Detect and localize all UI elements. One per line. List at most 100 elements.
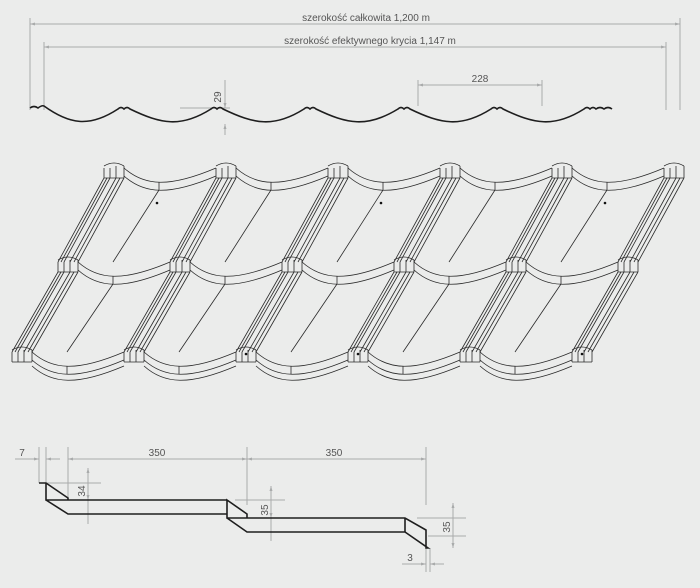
tile-rib-line [617, 177, 665, 263]
tile-crest [169, 256, 191, 273]
tile-rib-line [143, 271, 191, 353]
tile-rib-line [637, 177, 685, 263]
tile-crest [327, 162, 349, 179]
tile-rib-line [511, 177, 559, 263]
tile-edge [189, 269, 283, 285]
tile-rib-line [399, 177, 447, 263]
tile-rib-line [471, 271, 519, 353]
tile-valley-line [290, 283, 338, 353]
tile-valley-line [178, 283, 226, 353]
tile-rib-line [574, 271, 622, 353]
tile-rib-line [126, 271, 174, 353]
tile-edge [571, 167, 665, 183]
tile-rib-line [135, 271, 183, 353]
tile-crest [235, 346, 257, 363]
tile-edge [347, 167, 441, 183]
effective-width-label: szerokość efektywnego krycia 1,147 m [284, 36, 456, 47]
tile-rib-line [69, 177, 117, 263]
tile-crest [103, 162, 125, 179]
tile-rib-line [347, 271, 395, 353]
tile-rib-line [175, 177, 223, 263]
tile-rib-line [297, 177, 345, 263]
tile-edge [459, 175, 553, 191]
tile-rib-line [571, 271, 619, 353]
tile-profile-line [29, 104, 613, 123]
tile-rib-line [462, 271, 510, 353]
tile-rib-line [281, 177, 329, 263]
height-label: 29 [213, 91, 224, 103]
tile-valley-line [560, 189, 608, 263]
tile-crest [11, 346, 33, 363]
tile-rib-line [508, 177, 556, 263]
fastener-dot [580, 352, 584, 356]
tile-edge [123, 167, 217, 183]
tile-rib-line [23, 271, 71, 353]
tile-edge [31, 365, 125, 381]
tile-edge [479, 359, 573, 375]
tile-edge [413, 261, 507, 277]
tile-rib-line [591, 271, 639, 353]
tile-edge [143, 351, 237, 367]
bottom-profile: 7 350 350 34 35 35 3 [15, 447, 466, 572]
tile-rib-line [57, 177, 105, 263]
tile-rib-line [284, 177, 332, 263]
tile-edge [31, 359, 125, 375]
tile-edge [525, 261, 619, 277]
tile-rib-line [475, 271, 523, 353]
tile-edge [77, 269, 171, 285]
tile-rib-line [396, 177, 444, 263]
tile-crest [347, 346, 369, 363]
tile-rib-line [241, 271, 289, 353]
top-profile: szerokość całkowita 1,200 m szerokość ef… [29, 13, 681, 135]
tile-edge [31, 351, 125, 367]
tile-rib-line [123, 271, 171, 353]
tile-rib-line [77, 177, 125, 263]
tile-rib-line [393, 177, 441, 263]
step-height-label-3: 35 [442, 521, 453, 533]
tile-rib-line [409, 177, 457, 263]
tile-rib-line [287, 177, 335, 263]
tile-edge [255, 351, 349, 367]
tile-crest [393, 256, 415, 273]
tile-edge [143, 359, 237, 375]
tile-edge [525, 269, 619, 285]
tile-rib-line [235, 271, 283, 353]
tile-edge [123, 175, 217, 191]
tile-rib-line [517, 177, 565, 263]
tile-crest [663, 162, 685, 179]
tile-crest [505, 256, 527, 273]
tile-crest [551, 162, 573, 179]
fastener-dot [244, 352, 248, 356]
tile-rib-line [629, 177, 677, 263]
tile-edge [479, 351, 573, 367]
tile-rib-line [479, 271, 527, 353]
tile-edge [255, 365, 349, 381]
tile-rib-line [359, 271, 407, 353]
fastener-dot [603, 201, 607, 205]
tile-edge [77, 261, 171, 277]
tile-edge [235, 167, 329, 183]
tile-edge [347, 175, 441, 191]
tile-edge [479, 365, 573, 381]
tile-rib-line [11, 271, 59, 353]
step-height-label-2: 35 [260, 504, 271, 516]
tile-rib-line [353, 271, 401, 353]
tile-valley-line [402, 283, 450, 353]
tile-rib-line [181, 177, 229, 263]
tile-crest [571, 346, 593, 363]
tile-edge [189, 261, 283, 277]
tile-rib-line [623, 177, 671, 263]
tile-rib-line [350, 271, 398, 353]
tile-rib-line [17, 271, 65, 353]
tile-rib-line [525, 177, 573, 263]
tile-rib-line [73, 177, 121, 263]
tile-rib-line [633, 177, 681, 263]
tile-rib-line [505, 177, 553, 263]
tile-rib-line [255, 271, 303, 353]
fastener-dot [155, 201, 159, 205]
tile-rib-line [459, 271, 507, 353]
tile-edge [571, 175, 665, 191]
tile-rib-line [27, 271, 75, 353]
